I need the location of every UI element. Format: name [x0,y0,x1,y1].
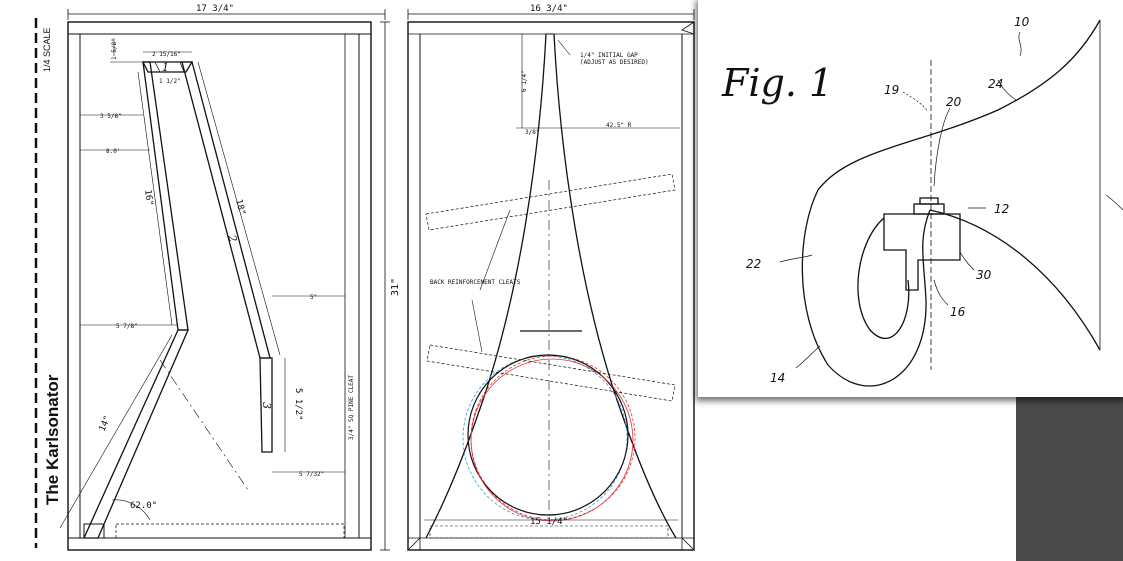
dark-background-block [1016,397,1123,561]
patent-figure-drawing: Fig. 1 10 19 20 24 12 22 30 16 14 [721,15,1123,387]
dim-1-1-2: 1 1/2" [159,78,181,85]
ref-10: 10 [1014,15,1030,29]
ref-12: 12 [994,202,1009,216]
part-3-label: 3 [260,402,273,409]
cleat-label: 3/4" SQ PINE CLEAT [348,375,355,440]
dim-1-5-8: 1 5/8" [111,38,118,60]
ref-14: 14 [770,371,785,385]
front-view [407,9,695,551]
patent-figure-panel: Fig. 1 10 19 20 24 12 22 30 16 14 [698,0,1123,397]
small-dim: 3/8" [525,129,539,136]
drawing-title: The Karlsonator [43,374,62,505]
dim-5-7-8: 5 7/8" [116,323,138,330]
ref-22: 22 [746,257,761,271]
dim-8-0: 8.0' [106,148,120,155]
ref-24: 24 [988,77,1003,91]
dim-16: 16" [142,189,154,206]
scale-label: 1/4 SCALE [42,27,52,72]
gap-note-2: (ADJUST AS DESIRED) [580,59,649,66]
figure-label: Fig. 1 [721,61,833,105]
cleats-label: BACK REINFORCEMENT CLEATS [430,279,521,286]
part-2-label: 2 [225,233,240,244]
angle-62: 62.0° [130,501,157,511]
radius-dim: 42.5" R [606,122,632,129]
front-width-dim: 16 3/4" [530,4,568,14]
front-bottom-dim: 15 1/4" [530,517,568,527]
ref-30: 30 [976,268,992,282]
dim-2-15-16: 2 15/16" [152,51,181,58]
side-view [59,9,390,551]
dim-18: 18" [233,198,247,216]
dim-5: 5" [310,294,317,301]
side-width-dim: 17 3/4" [196,4,234,14]
side-height-dim: 31" [390,278,401,296]
gap-note-1: 1/4" INITIAL GAP [580,52,638,59]
dim-5-7-32: 5 7/32" [299,471,324,478]
dim-5-1-2: 5 1/2" [293,388,303,421]
ref-19: 19 [884,83,899,97]
part-1-label: 1 [162,61,169,74]
ref-20: 20 [946,95,962,109]
dim-14: 14" [98,414,114,433]
front-view-labels: 16 3/4" 15 1/4" 6 1/4" 1/4" INITIAL GAP … [430,4,649,527]
dim-3-5-8: 3 5/8" [100,113,122,120]
ref-16: 16 [950,305,966,319]
gap-dim: 6 1/4" [521,70,528,92]
